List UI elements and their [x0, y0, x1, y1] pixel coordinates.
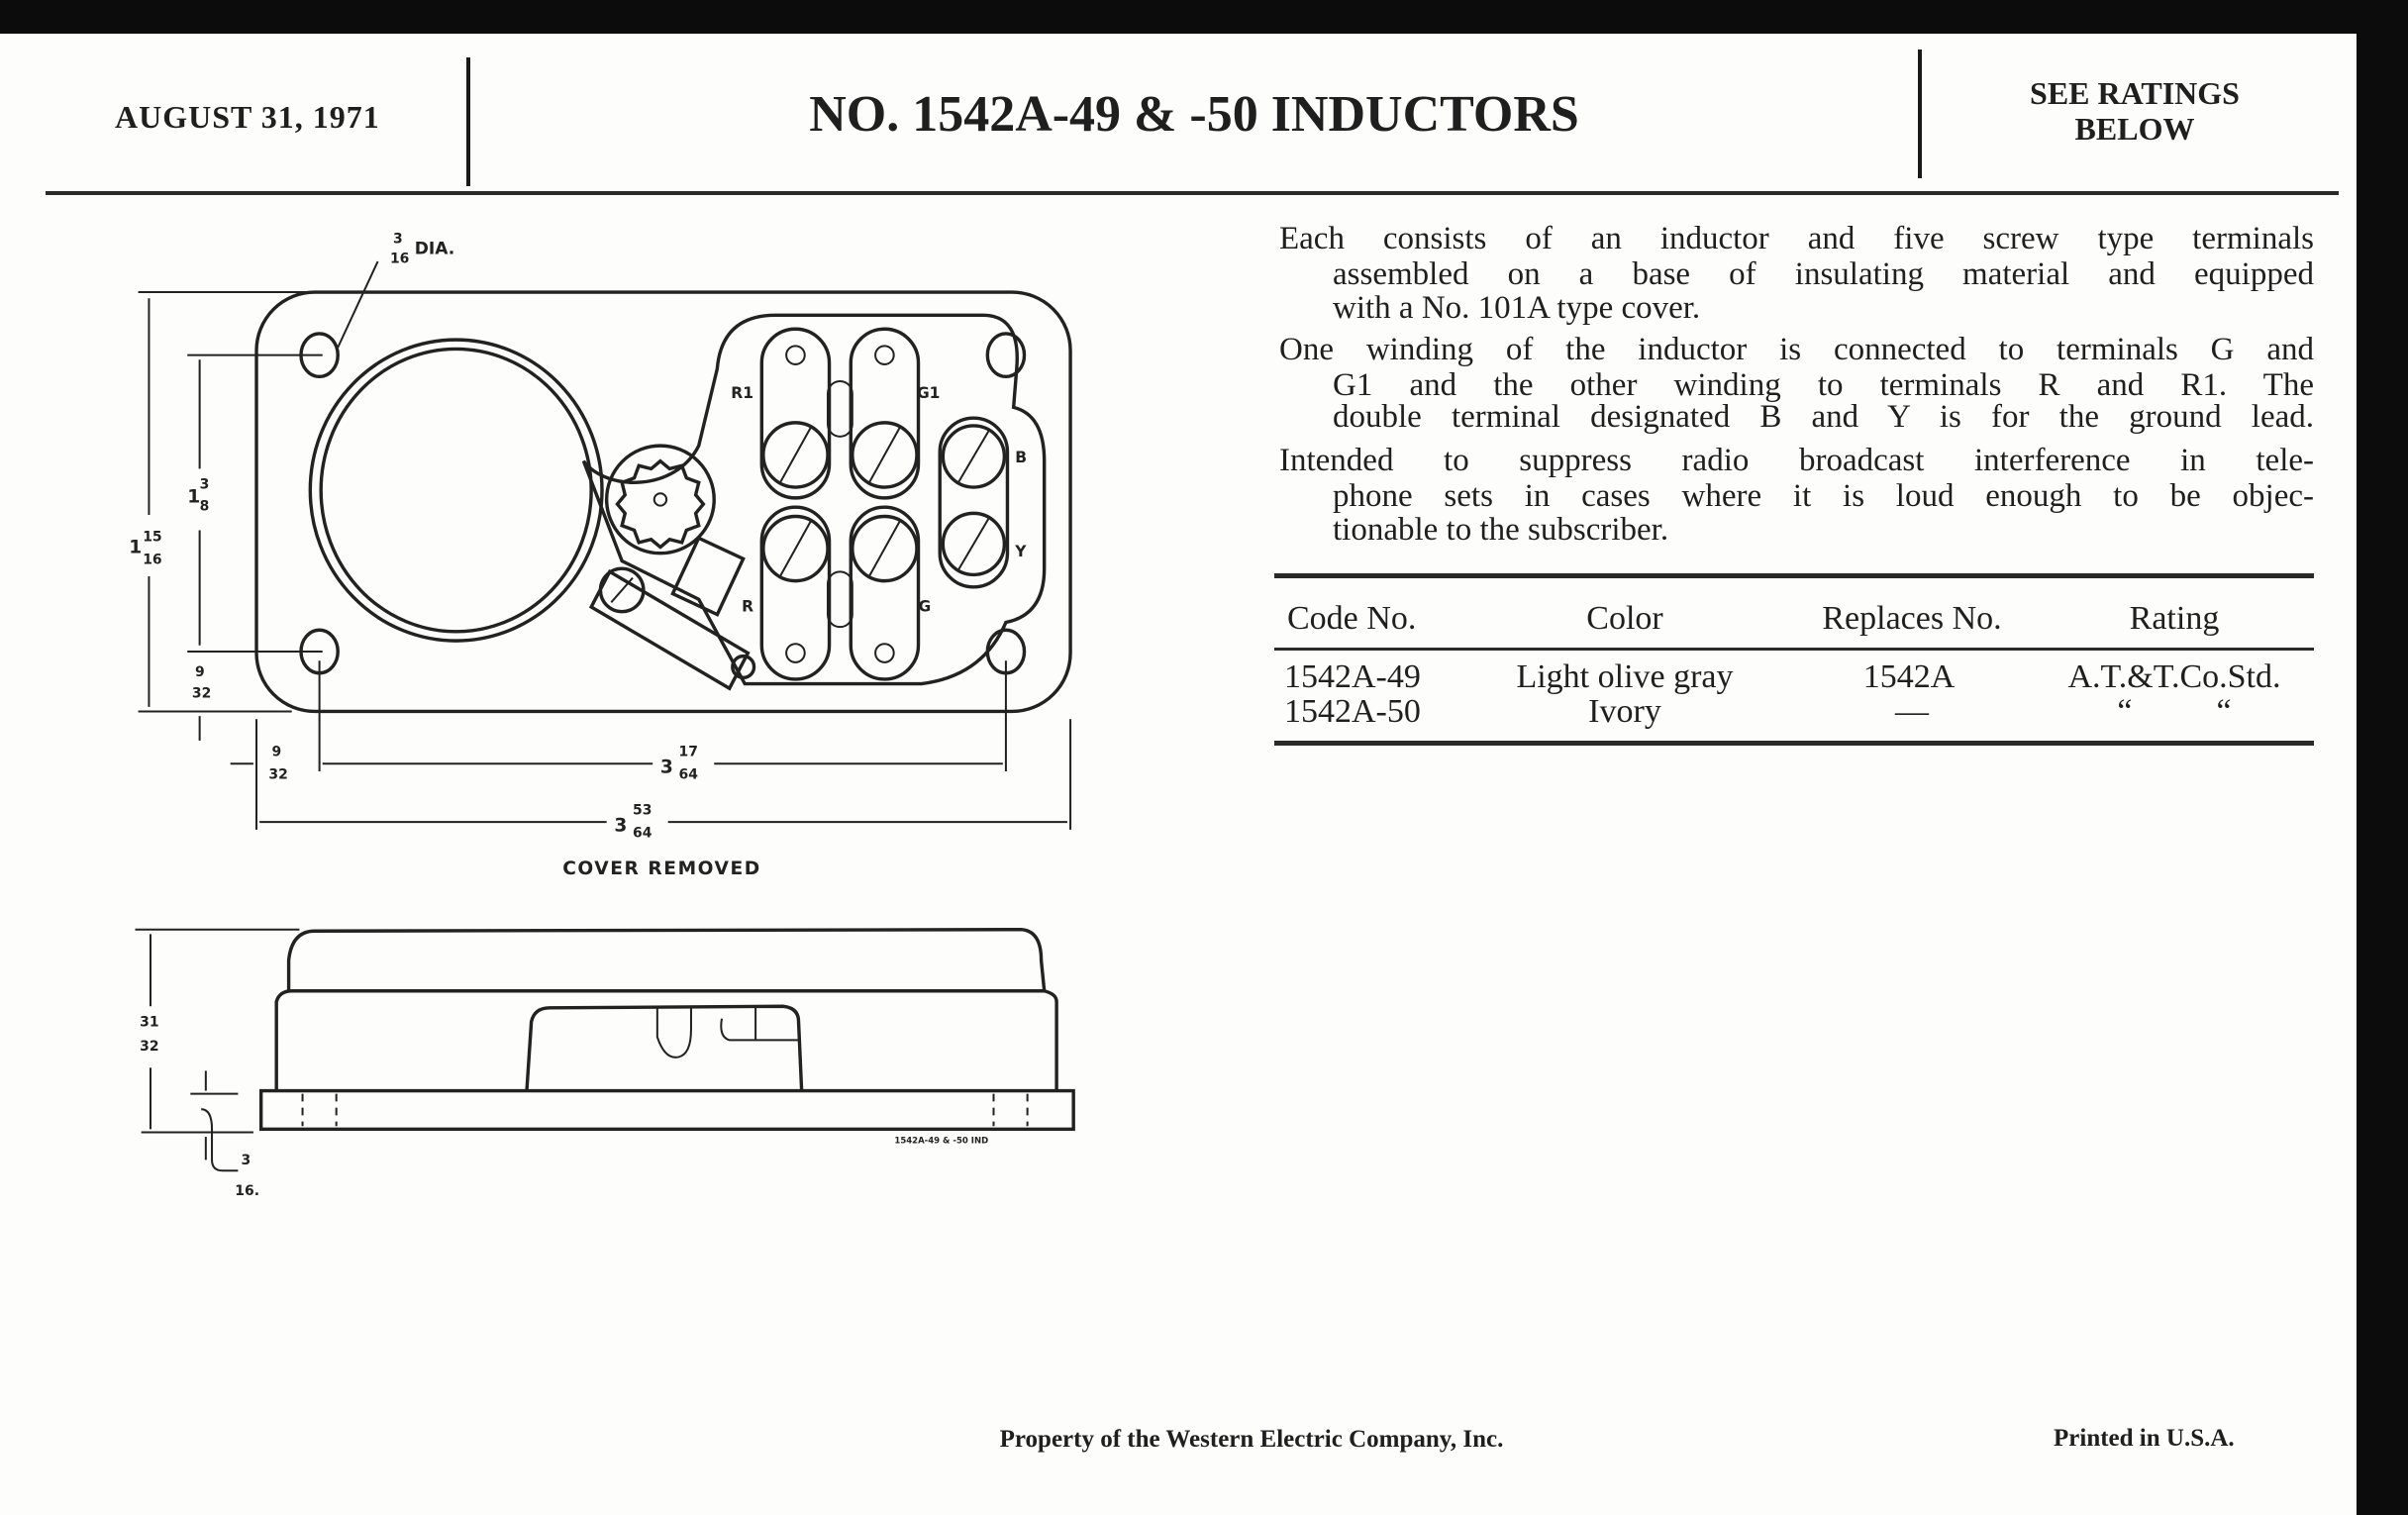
- terminal-links: [759, 327, 1010, 681]
- dim-num: 53: [633, 802, 652, 818]
- dim-num: 9: [195, 664, 205, 680]
- dim-whole: 3: [614, 815, 627, 836]
- cover-top: [286, 928, 1047, 991]
- gear-icon: [615, 458, 706, 550]
- base-plate-outline: [254, 290, 1072, 714]
- cell-code: 1542A-50: [1284, 693, 1421, 730]
- dim-num: 3: [393, 231, 403, 247]
- dim-den: 64: [633, 826, 652, 842]
- header-rating: Rating: [2129, 600, 2220, 637]
- terminal-block-outline: [581, 313, 1047, 686]
- dim-den: 8: [200, 498, 210, 514]
- header-color: Color: [1586, 600, 1663, 637]
- cell-color: Ivory: [1588, 693, 1661, 730]
- cell-rating: A.T.&T.Co.Std.: [2067, 658, 2281, 695]
- dim-den: 32: [140, 1039, 158, 1055]
- dim-num: 17: [679, 744, 698, 759]
- dim-whole: 3: [660, 758, 673, 778]
- base-plate-side: [258, 1088, 1075, 1132]
- dim-den: 32: [268, 767, 287, 783]
- footer-printed: Printed in U.S.A.: [2054, 1425, 2235, 1452]
- dim-num: 31: [140, 1014, 158, 1030]
- cell-rating-ditto: “ “: [2117, 693, 2232, 730]
- side-view-drawing: 31 32 3 16. 1542A-49 & -50 IND: [135, 928, 1075, 1199]
- ratings-line-1: SEE RATINGS: [2030, 75, 2240, 111]
- cell-replaces: 1542A: [1862, 658, 1956, 695]
- dim-den: 16: [143, 553, 161, 568]
- table-top-rule: [1274, 573, 2314, 578]
- component-end: [731, 654, 756, 680]
- drawing-caption: COVER REMOVED: [562, 858, 761, 879]
- header-code-no: Code No.: [1287, 600, 1417, 637]
- dim-num: 3: [242, 1153, 251, 1168]
- inductor-coil-inner: [319, 347, 593, 634]
- mounting-hole: [985, 332, 1027, 379]
- terminal-label-y: Y: [1014, 543, 1027, 560]
- header-replaces-no: Replaces No.: [1822, 600, 2002, 637]
- top-view-drawing: R1 G1 B Y R G 3 16 DIA. 1 15 16 1 3 8 9 …: [129, 231, 1072, 879]
- component-screw: [598, 566, 646, 614]
- text-line: G1 and the other winding to terminals R …: [1333, 367, 2314, 403]
- footer-property: Property of the Western Electric Company…: [999, 1426, 1504, 1453]
- terminal-label-g1: G1: [917, 384, 941, 402]
- inductor-coil-outer: [308, 338, 604, 643]
- text-line: Each consists of an inductor and five sc…: [1279, 221, 2314, 256]
- text-line: assembled on a base of insulating materi…: [1333, 256, 2314, 292]
- table-bottom-rule: [1274, 741, 2314, 746]
- header-rule: [46, 191, 2339, 195]
- page-title: NO. 1542A-49 & -50 INDUCTORS: [809, 86, 1579, 143]
- header-divider-left: [466, 57, 470, 186]
- header-divider-right: [1918, 50, 1922, 178]
- ratings-note: SEE RATINGS BELOW: [1920, 75, 2350, 147]
- dim-den: 16.: [235, 1183, 259, 1199]
- scan-border-right: [2357, 0, 2408, 1515]
- terminal-label-r1: R1: [731, 384, 753, 402]
- dim-whole: 1: [129, 538, 142, 558]
- component-body: [588, 568, 751, 691]
- ratings-line-2: BELOW: [2074, 111, 2195, 147]
- dim-den: 32: [192, 686, 211, 702]
- cell-color: Light olive gray: [1516, 658, 1734, 695]
- drawing-id-label: 1542A-49 & -50 IND: [894, 1136, 988, 1146]
- component-block: [670, 536, 746, 617]
- terminal-label-b: B: [1015, 449, 1027, 466]
- text-line: double terminal designated B and Y is fo…: [1333, 399, 2314, 435]
- adjuster-housing: [604, 444, 716, 556]
- text-line: with a No. 101A type cover.: [1333, 290, 1701, 326]
- issue-date: AUGUST 31, 1971: [115, 99, 380, 135]
- terminal-screws: [761, 421, 1007, 583]
- dim-whole: 1: [187, 487, 200, 508]
- text-line: tionable to the subscriber.: [1333, 512, 1669, 548]
- cover-notch: [525, 1004, 804, 1091]
- cell-code: 1542A-49: [1284, 658, 1421, 695]
- dim-den: 16: [390, 252, 409, 267]
- gear-center: [652, 492, 668, 507]
- cover-body: [274, 989, 1058, 1091]
- leader-line: [337, 260, 379, 349]
- text-line: One winding of the inductor is connected…: [1279, 332, 2314, 367]
- dim-num: 15: [143, 529, 161, 545]
- dim-den: 64: [679, 767, 699, 783]
- terminal-label-r: R: [742, 598, 753, 616]
- text-line: phone sets in cases where it is loud eno…: [1333, 478, 2314, 514]
- dim-suffix: DIA.: [415, 239, 454, 258]
- dim-num: 3: [200, 477, 210, 493]
- terminal-label-g: G: [919, 598, 932, 616]
- scan-border-top: [0, 0, 2408, 34]
- cell-replaces: —: [1895, 693, 1929, 730]
- table-header-rule: [1274, 648, 2314, 651]
- text-line: Intended to suppress radio broadcast int…: [1279, 443, 2314, 478]
- dim-num: 9: [272, 744, 282, 759]
